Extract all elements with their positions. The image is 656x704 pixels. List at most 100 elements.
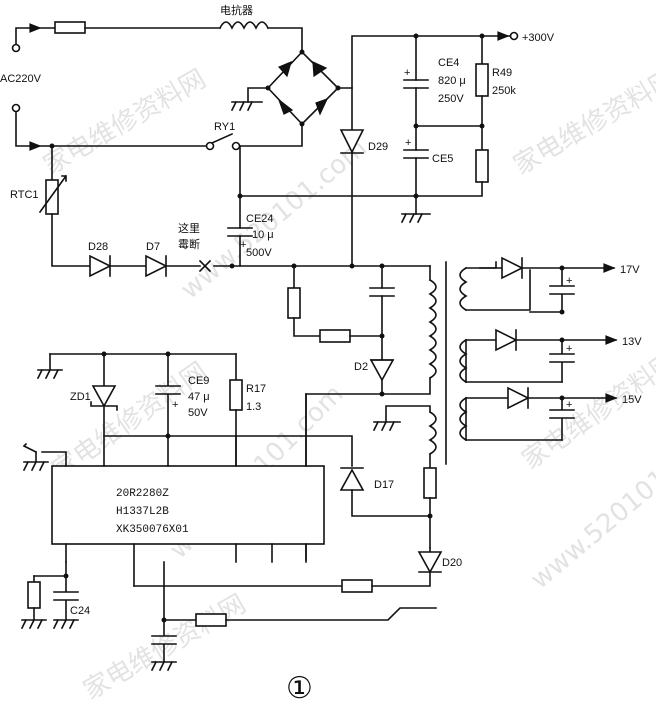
ground-icon <box>52 618 79 630</box>
capacitor <box>549 397 575 441</box>
thermistor-arrow <box>38 174 68 214</box>
wire <box>293 317 321 337</box>
ic-pin-wire <box>65 543 307 587</box>
watermark-text: 家电维修资料网 <box>79 589 252 704</box>
capacitor <box>549 267 575 313</box>
lower-section: C24 D20 <box>20 547 462 672</box>
controller-ic: 20R2280Z H1337L2B XK350076X01 <box>22 393 325 587</box>
wire <box>351 489 431 517</box>
arrow-icon <box>605 335 618 345</box>
wire <box>381 377 431 395</box>
output-15v: 15V + <box>465 386 642 441</box>
secondary-winding <box>459 266 468 312</box>
ce4-volt: 250V <box>438 93 464 105</box>
output-17v: 17V + <box>479 256 640 315</box>
watermark-layer: 家电维修资料网 www.520101.com 家电维修资料网 家电维修资料网 w… <box>39 64 656 704</box>
wire <box>385 405 431 423</box>
diode-icon <box>369 359 395 382</box>
r49-value: 250k <box>492 85 516 97</box>
output-terminal <box>509 31 519 41</box>
reactor-inductor <box>218 21 270 30</box>
output-13v: 13V + <box>465 328 642 383</box>
ce5-name: CE5 <box>432 153 453 165</box>
d17-label: D17 <box>374 479 394 491</box>
wire <box>465 261 497 269</box>
ce24-name: CE24 <box>246 213 274 225</box>
diode-icon <box>501 256 524 280</box>
node-dot <box>349 263 355 269</box>
arrow-icon <box>605 393 618 403</box>
ic-pin-wire <box>22 442 67 467</box>
snubber-section: D2 <box>287 265 395 561</box>
bridge-outline <box>266 50 340 126</box>
rtc-thermistor: RTC1 <box>10 145 91 267</box>
out-300v-label: +300V <box>522 32 555 44</box>
ic-marking-line3: XK350076X01 <box>116 524 189 536</box>
bus-300v: +300V + CE4 820 μ 250V R49 250k + CE5 <box>239 31 555 224</box>
plus-sign: + <box>405 137 411 149</box>
ground-icon <box>36 353 63 380</box>
d2-label: D2 <box>354 361 368 373</box>
watermark-text: 家电维修资料网 <box>509 64 656 181</box>
node-dot <box>229 263 235 269</box>
node-dot <box>237 193 243 199</box>
relay-switch[interactable] <box>210 132 234 145</box>
wire <box>51 213 91 267</box>
capacitor-c24 <box>33 575 79 621</box>
watermark-text: 家电维修资料网 <box>517 347 656 476</box>
fuse <box>54 21 86 34</box>
d20-label: D20 <box>442 557 462 569</box>
diode-icon <box>145 254 168 278</box>
ac-input-label: AC220V <box>0 73 42 85</box>
diode-icon <box>89 254 112 278</box>
ce24-section: + CE24 10 μ 500V <box>227 145 274 267</box>
relay-label: RY1 <box>214 121 235 133</box>
ground-icon <box>230 100 263 112</box>
d7-label: D7 <box>146 241 160 253</box>
resistor <box>195 613 227 627</box>
wire <box>225 607 437 621</box>
arrow-icon <box>603 263 616 273</box>
ce4-value: 820 μ <box>438 75 466 87</box>
wire <box>239 123 303 147</box>
break-note-line2: 霉断 <box>178 237 200 251</box>
wire <box>15 111 207 147</box>
c24-label: C24 <box>70 605 90 617</box>
plus-sign: + <box>566 275 572 287</box>
capacitor <box>549 339 575 383</box>
plus-sign: + <box>566 343 572 355</box>
diode-icon <box>312 61 328 78</box>
diode-icon <box>315 97 329 116</box>
resistor <box>287 287 301 319</box>
resistor <box>27 581 41 609</box>
d28-d7-section: D28 D7 这里 霉断 <box>88 221 431 278</box>
ac-input-section: AC220V 电抗器 <box>0 3 303 113</box>
v13-label: 13V <box>622 336 642 348</box>
diode-icon <box>507 386 530 410</box>
wire <box>163 561 197 621</box>
arrow-icon <box>497 31 510 41</box>
wire <box>15 27 56 45</box>
ground-icon <box>400 212 431 224</box>
secondary-winding <box>459 338 468 384</box>
resistor <box>475 149 489 183</box>
plus-sign: + <box>172 399 178 411</box>
wire <box>465 269 531 311</box>
capacitor-ce9 <box>155 353 181 437</box>
ground-icon <box>20 607 47 630</box>
node-dot <box>413 193 419 199</box>
ce9-name: CE9 <box>188 375 209 387</box>
ce9-volt: 50V <box>188 407 208 419</box>
bridge-rectifier <box>230 35 511 147</box>
diode-icon <box>417 551 443 574</box>
d29-label: D29 <box>368 141 388 153</box>
relay-contact <box>231 141 241 151</box>
plus-sign: + <box>404 67 410 79</box>
resistor-r49 <box>475 63 489 97</box>
resistor-r17 <box>229 379 243 411</box>
ground-icon <box>372 420 401 432</box>
secondary-winding <box>459 396 468 442</box>
primary-winding <box>428 278 437 380</box>
